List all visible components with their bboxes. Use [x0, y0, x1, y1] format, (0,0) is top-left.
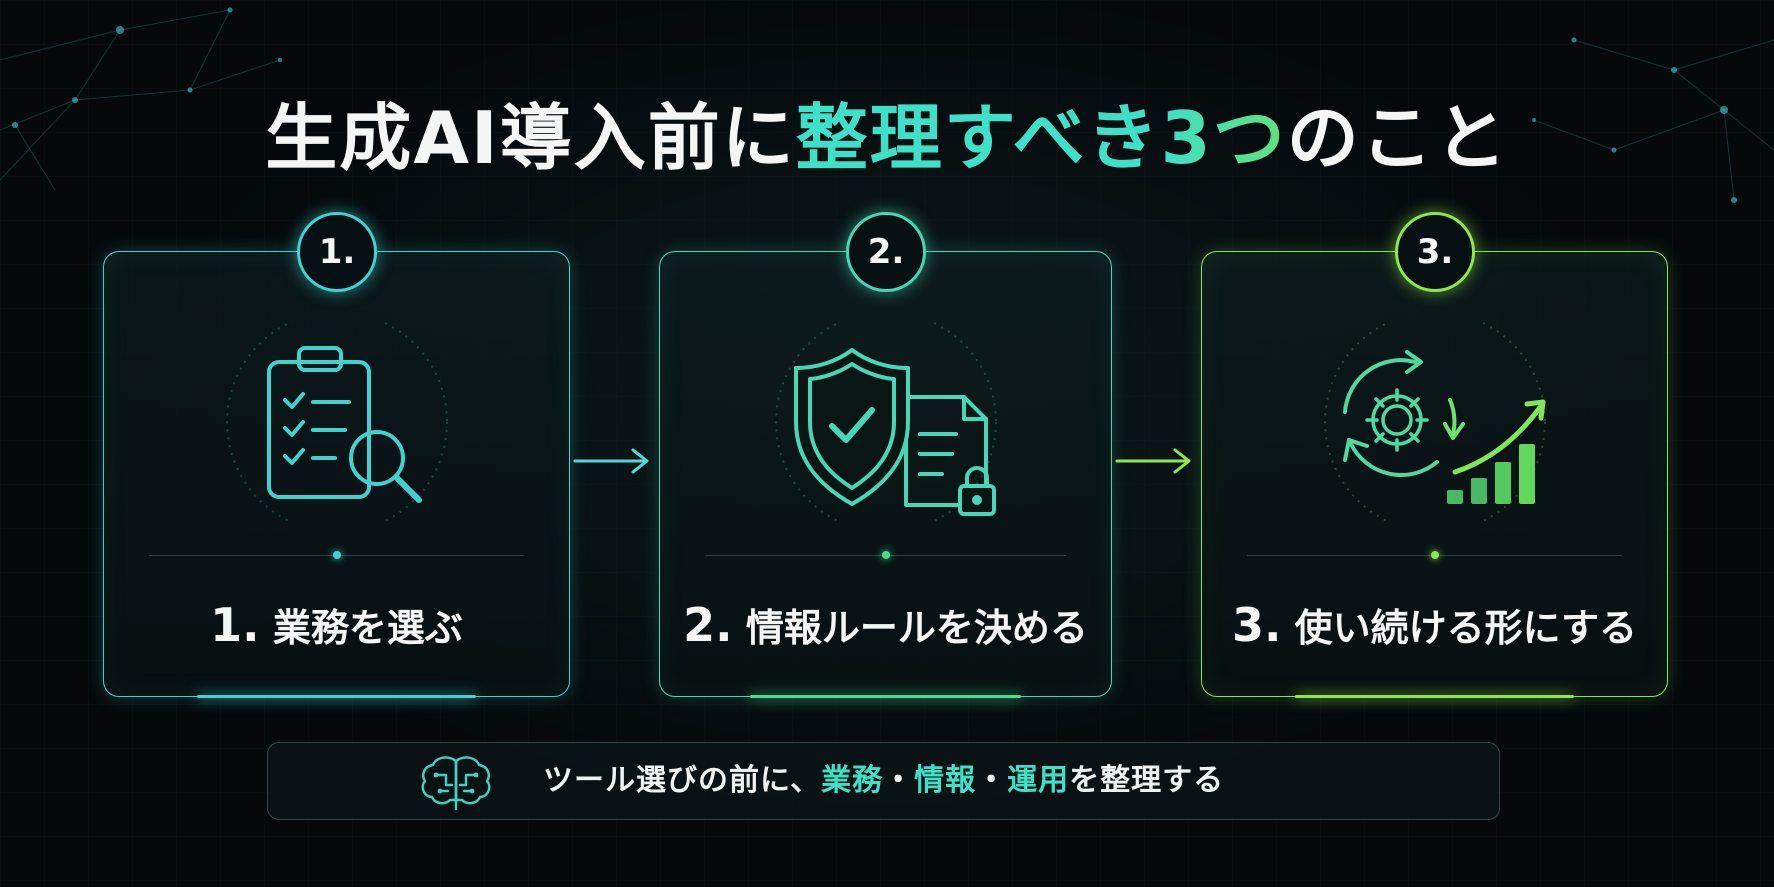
page-title: 生成AI導入前に整理すべき3つのこと [0, 92, 1774, 184]
network-decoration-right [1532, 37, 1774, 203]
step-number-3: 3. [1231, 598, 1282, 652]
step-card-1: 1. 1. 業務を選ぶ [103, 212, 570, 698]
card-divider [705, 551, 1066, 559]
step-card-3: 3. [1201, 212, 1668, 698]
card-glow [1295, 695, 1574, 698]
step-label-1: 1. 業務を選ぶ [104, 597, 569, 652]
step-text-1: 業務を選ぶ [272, 606, 463, 650]
clipboard-search-icon [207, 322, 467, 522]
title-part-count: 3つ [1160, 96, 1287, 180]
step-text-3: 使い続ける形にする [1294, 606, 1638, 650]
step-label-3: 3. 使い続ける形にする [1202, 597, 1667, 652]
banner-separator: ・ [976, 763, 1008, 798]
step-number-1: 1. [210, 598, 260, 652]
shield-document-lock-icon [756, 322, 1016, 522]
card-divider [1247, 551, 1622, 559]
step-badge-3: 3. [1395, 212, 1475, 292]
network-decoration-left [0, 7, 282, 191]
gear-cycle-growth-icon [1305, 322, 1565, 522]
banner-keyword-business: 業務 [821, 763, 884, 798]
banner-keyword-operation: 運用 [1007, 763, 1070, 798]
banner-text-intro: ツール選びの前に、 [543, 763, 822, 798]
step-text-2: 情報ルールを決める [745, 606, 1088, 650]
title-part-highlight: 整理すべき [795, 96, 1161, 180]
step-badge-2: 2. [846, 212, 926, 292]
arrow-right-icon [573, 448, 649, 474]
banner-text: ツール選びの前に、業務・情報・運用を整理する [543, 743, 1224, 819]
banner-separator: ・ [883, 763, 915, 798]
title-part-suffix: のこと [1286, 96, 1509, 180]
card-glow [750, 695, 1021, 698]
card-glow [197, 695, 476, 698]
title-part-intro: 生成AI導入前に [265, 96, 796, 180]
step-label-2: 2. 情報ルールを決める [660, 597, 1111, 652]
summary-banner: ツール選びの前に、業務・情報・運用を整理する [267, 742, 1500, 820]
step-badge-1: 1. [297, 212, 377, 292]
arrow-right-icon [1115, 448, 1191, 474]
step-card-2: 2. 2. 情報ルールを決める [659, 212, 1112, 698]
brain-circuit-icon [421, 756, 491, 811]
banner-text-outro: を整理する [1069, 763, 1225, 798]
card-divider [149, 551, 524, 559]
banner-keyword-information: 情報 [914, 763, 977, 798]
step-number-2: 2. [683, 598, 733, 652]
